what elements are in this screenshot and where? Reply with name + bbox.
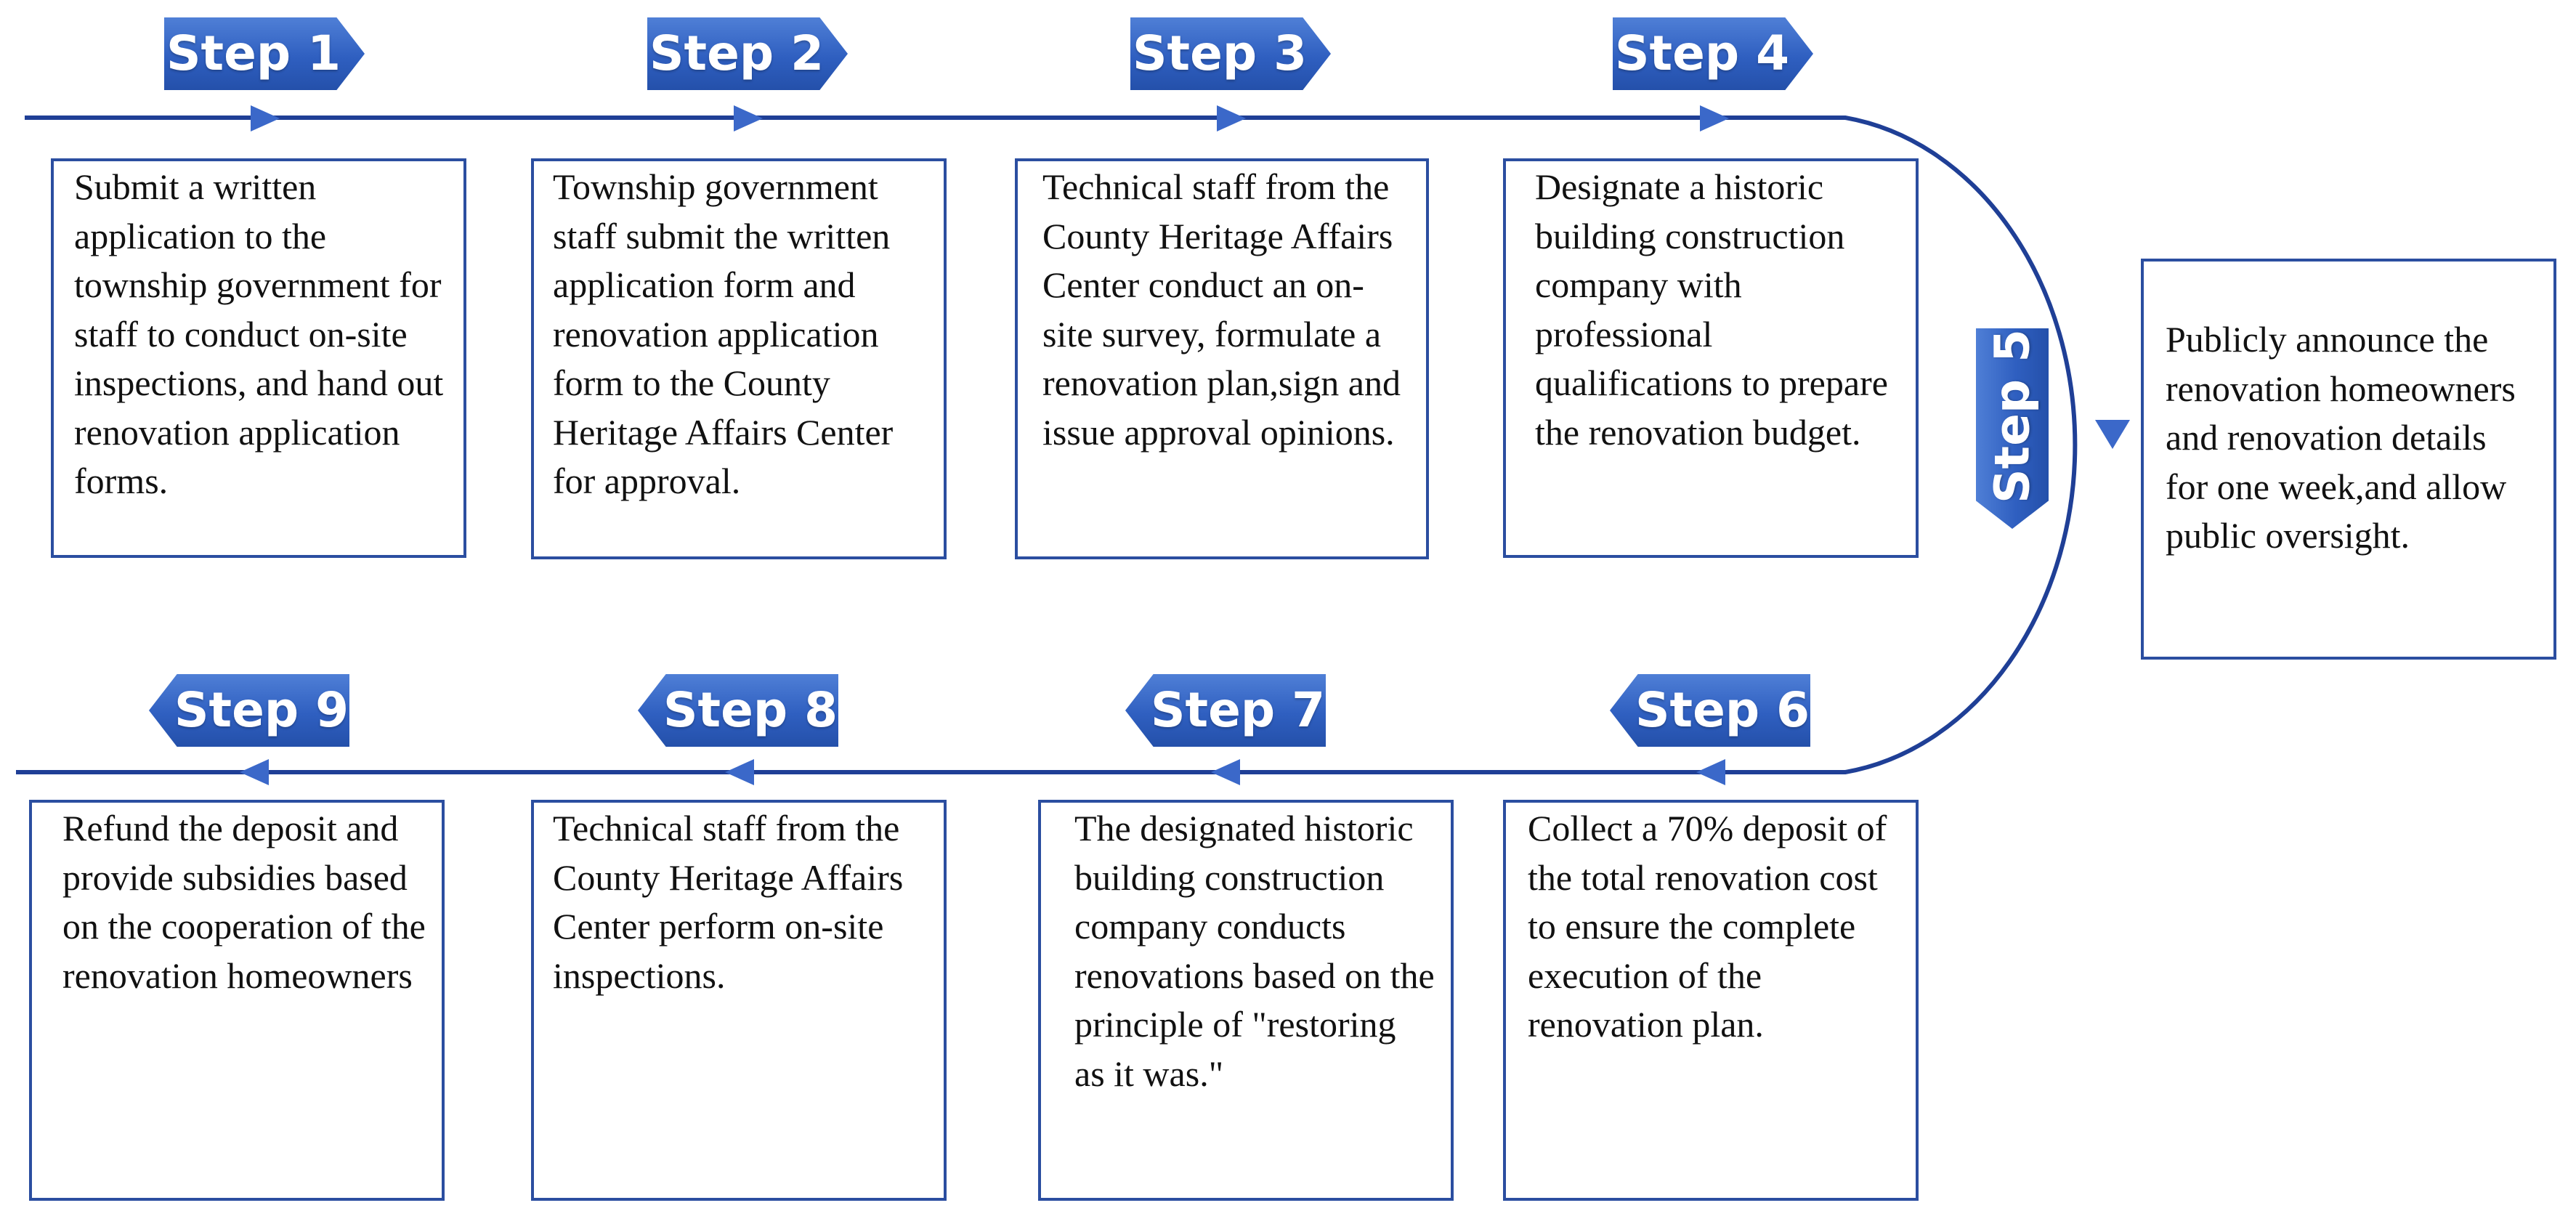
step-3-tag: Step 3 xyxy=(1130,17,1331,90)
arrow-marker-step-5 xyxy=(2095,420,2130,449)
step-7-description: The designated historic building constru… xyxy=(1038,800,1454,1201)
step-4-description: Designate a historic building constructi… xyxy=(1503,158,1919,558)
step-5-tag: Step 5 xyxy=(1976,328,2049,529)
step-5-label: Step 5 xyxy=(1984,329,2041,504)
step-7-tag: Step 7 xyxy=(1125,674,1326,747)
step-8-tag: Step 8 xyxy=(638,674,838,747)
step-2-tag: Step 2 xyxy=(647,17,848,90)
step-8-description: Technical staff from the County Heritage… xyxy=(531,800,947,1201)
arrow-marker-step-8 xyxy=(725,759,754,785)
step-5-description: Publicly announce the renovation homeown… xyxy=(2141,259,2556,660)
step-1-tag: Step 1 xyxy=(164,17,365,90)
top-flow-line xyxy=(16,115,2078,774)
arrow-marker-step-1 xyxy=(251,105,280,131)
step-6-tag: Step 6 xyxy=(1610,674,1810,747)
arrow-marker-step-3 xyxy=(1217,105,1246,131)
step-2-description: Township government staff submit the wri… xyxy=(531,158,947,559)
arrow-marker-step-4 xyxy=(1700,105,1729,131)
arrow-marker-step-9 xyxy=(240,759,269,785)
arrow-marker-step-7 xyxy=(1211,759,1240,785)
step-3-description: Technical staff from the County Heritage… xyxy=(1015,158,1429,559)
step-1-description: Submit a written application to the town… xyxy=(51,158,466,558)
step-9-description: Refund the deposit and provide subsidies… xyxy=(29,800,445,1201)
step-6-description: Collect a 70% deposit of the total renov… xyxy=(1503,800,1919,1201)
step-4-tag: Step 4 xyxy=(1613,17,1813,90)
arrow-marker-step-2 xyxy=(734,105,763,131)
step-9-tag: Step 9 xyxy=(149,674,349,747)
arrow-marker-step-6 xyxy=(1696,759,1725,785)
